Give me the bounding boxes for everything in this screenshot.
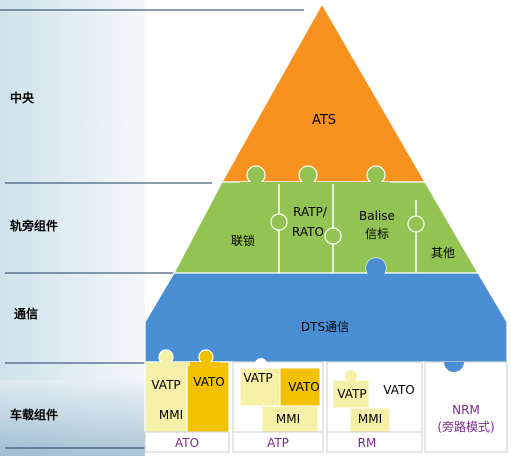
left-bottom-shade bbox=[0, 380, 145, 456]
wayside-layer: 联锁 RATP/ RATO Balise 信标 其他 bbox=[173, 165, 480, 279]
layer-label-central: 中央 bbox=[10, 90, 35, 105]
atp-vatp-piece bbox=[239, 367, 281, 407]
onboard-layer: VATP VATO MMI ATO VATP VATO MMI ATP VATP bbox=[144, 349, 508, 453]
puzzle-knob bbox=[270, 213, 288, 231]
rm-caption: RM bbox=[358, 436, 377, 450]
dts-tab bbox=[366, 258, 386, 278]
ato-vato-piece bbox=[186, 361, 230, 433]
puzzle-cover bbox=[155, 362, 219, 366]
atp-vato-label: VATO bbox=[288, 380, 320, 394]
puzzle-tab bbox=[366, 165, 386, 185]
puzzle-tab bbox=[444, 362, 464, 372]
nrm-label-line1: NRM bbox=[452, 403, 480, 417]
dts-label: DTS通信 bbox=[301, 320, 349, 334]
atp-vato-piece bbox=[279, 367, 321, 407]
puzzle-knob bbox=[324, 227, 342, 245]
layer-label-onboard: 车载组件 bbox=[10, 407, 58, 422]
interlock-label: 联锁 bbox=[231, 233, 255, 248]
ato-vato-label: VATO bbox=[193, 375, 225, 389]
rm-vato-label: VATO bbox=[383, 383, 415, 397]
ato-mmi-label: MMI bbox=[159, 408, 183, 422]
ato-caption: ATO bbox=[175, 436, 199, 450]
nrm-label-line2: (旁路模式) bbox=[437, 419, 494, 434]
other-label: 其他 bbox=[431, 246, 455, 260]
puzzle-tab bbox=[298, 165, 318, 185]
ato-caption-box bbox=[144, 431, 230, 453]
puzzle-tab bbox=[158, 349, 174, 365]
communication-layer: DTS通信 bbox=[144, 258, 508, 363]
layer-label-wayside: 轨旁组件 bbox=[10, 218, 58, 233]
balise-label-line2: 信标 bbox=[365, 227, 389, 241]
ratp-label-line1: RATP/ bbox=[293, 205, 328, 219]
atp-mmi-label: MMI bbox=[276, 412, 300, 426]
puzzle-cover bbox=[190, 362, 220, 366]
puzzle-notch bbox=[255, 358, 267, 370]
atp-vatp-label: VATP bbox=[243, 371, 272, 385]
atp-caption-box bbox=[232, 431, 324, 453]
dts-band bbox=[144, 272, 508, 363]
ato-block: VATP VATO MMI ATO bbox=[144, 349, 230, 453]
nrm-block: NRM (旁路模式) bbox=[424, 361, 508, 453]
ratp-label-line2: RATO bbox=[292, 225, 324, 239]
atp-mmi-piece bbox=[261, 405, 319, 433]
rm-vatp-label: VATP bbox=[337, 387, 366, 401]
puzzle-cover bbox=[240, 182, 390, 186]
balise-label-line1: Balise bbox=[359, 209, 395, 223]
puzzle-tab bbox=[198, 349, 214, 365]
puzzle-tab bbox=[345, 370, 357, 382]
rm-caption-box bbox=[326, 431, 423, 453]
rm-block: VATP VATO MMI RM bbox=[326, 361, 423, 453]
ato-vatp-label: VATP bbox=[151, 378, 180, 392]
puzzle-tab bbox=[246, 165, 266, 185]
atp-caption: ATP bbox=[267, 436, 289, 450]
nrm-frame bbox=[424, 361, 508, 453]
ats-label: ATS bbox=[312, 113, 336, 128]
layer-label-communication: 通信 bbox=[14, 306, 38, 321]
rm-mmi-label: MMI bbox=[358, 412, 382, 426]
atp-block: VATP VATO MMI ATP bbox=[232, 358, 324, 453]
puzzle-knob bbox=[407, 215, 425, 233]
